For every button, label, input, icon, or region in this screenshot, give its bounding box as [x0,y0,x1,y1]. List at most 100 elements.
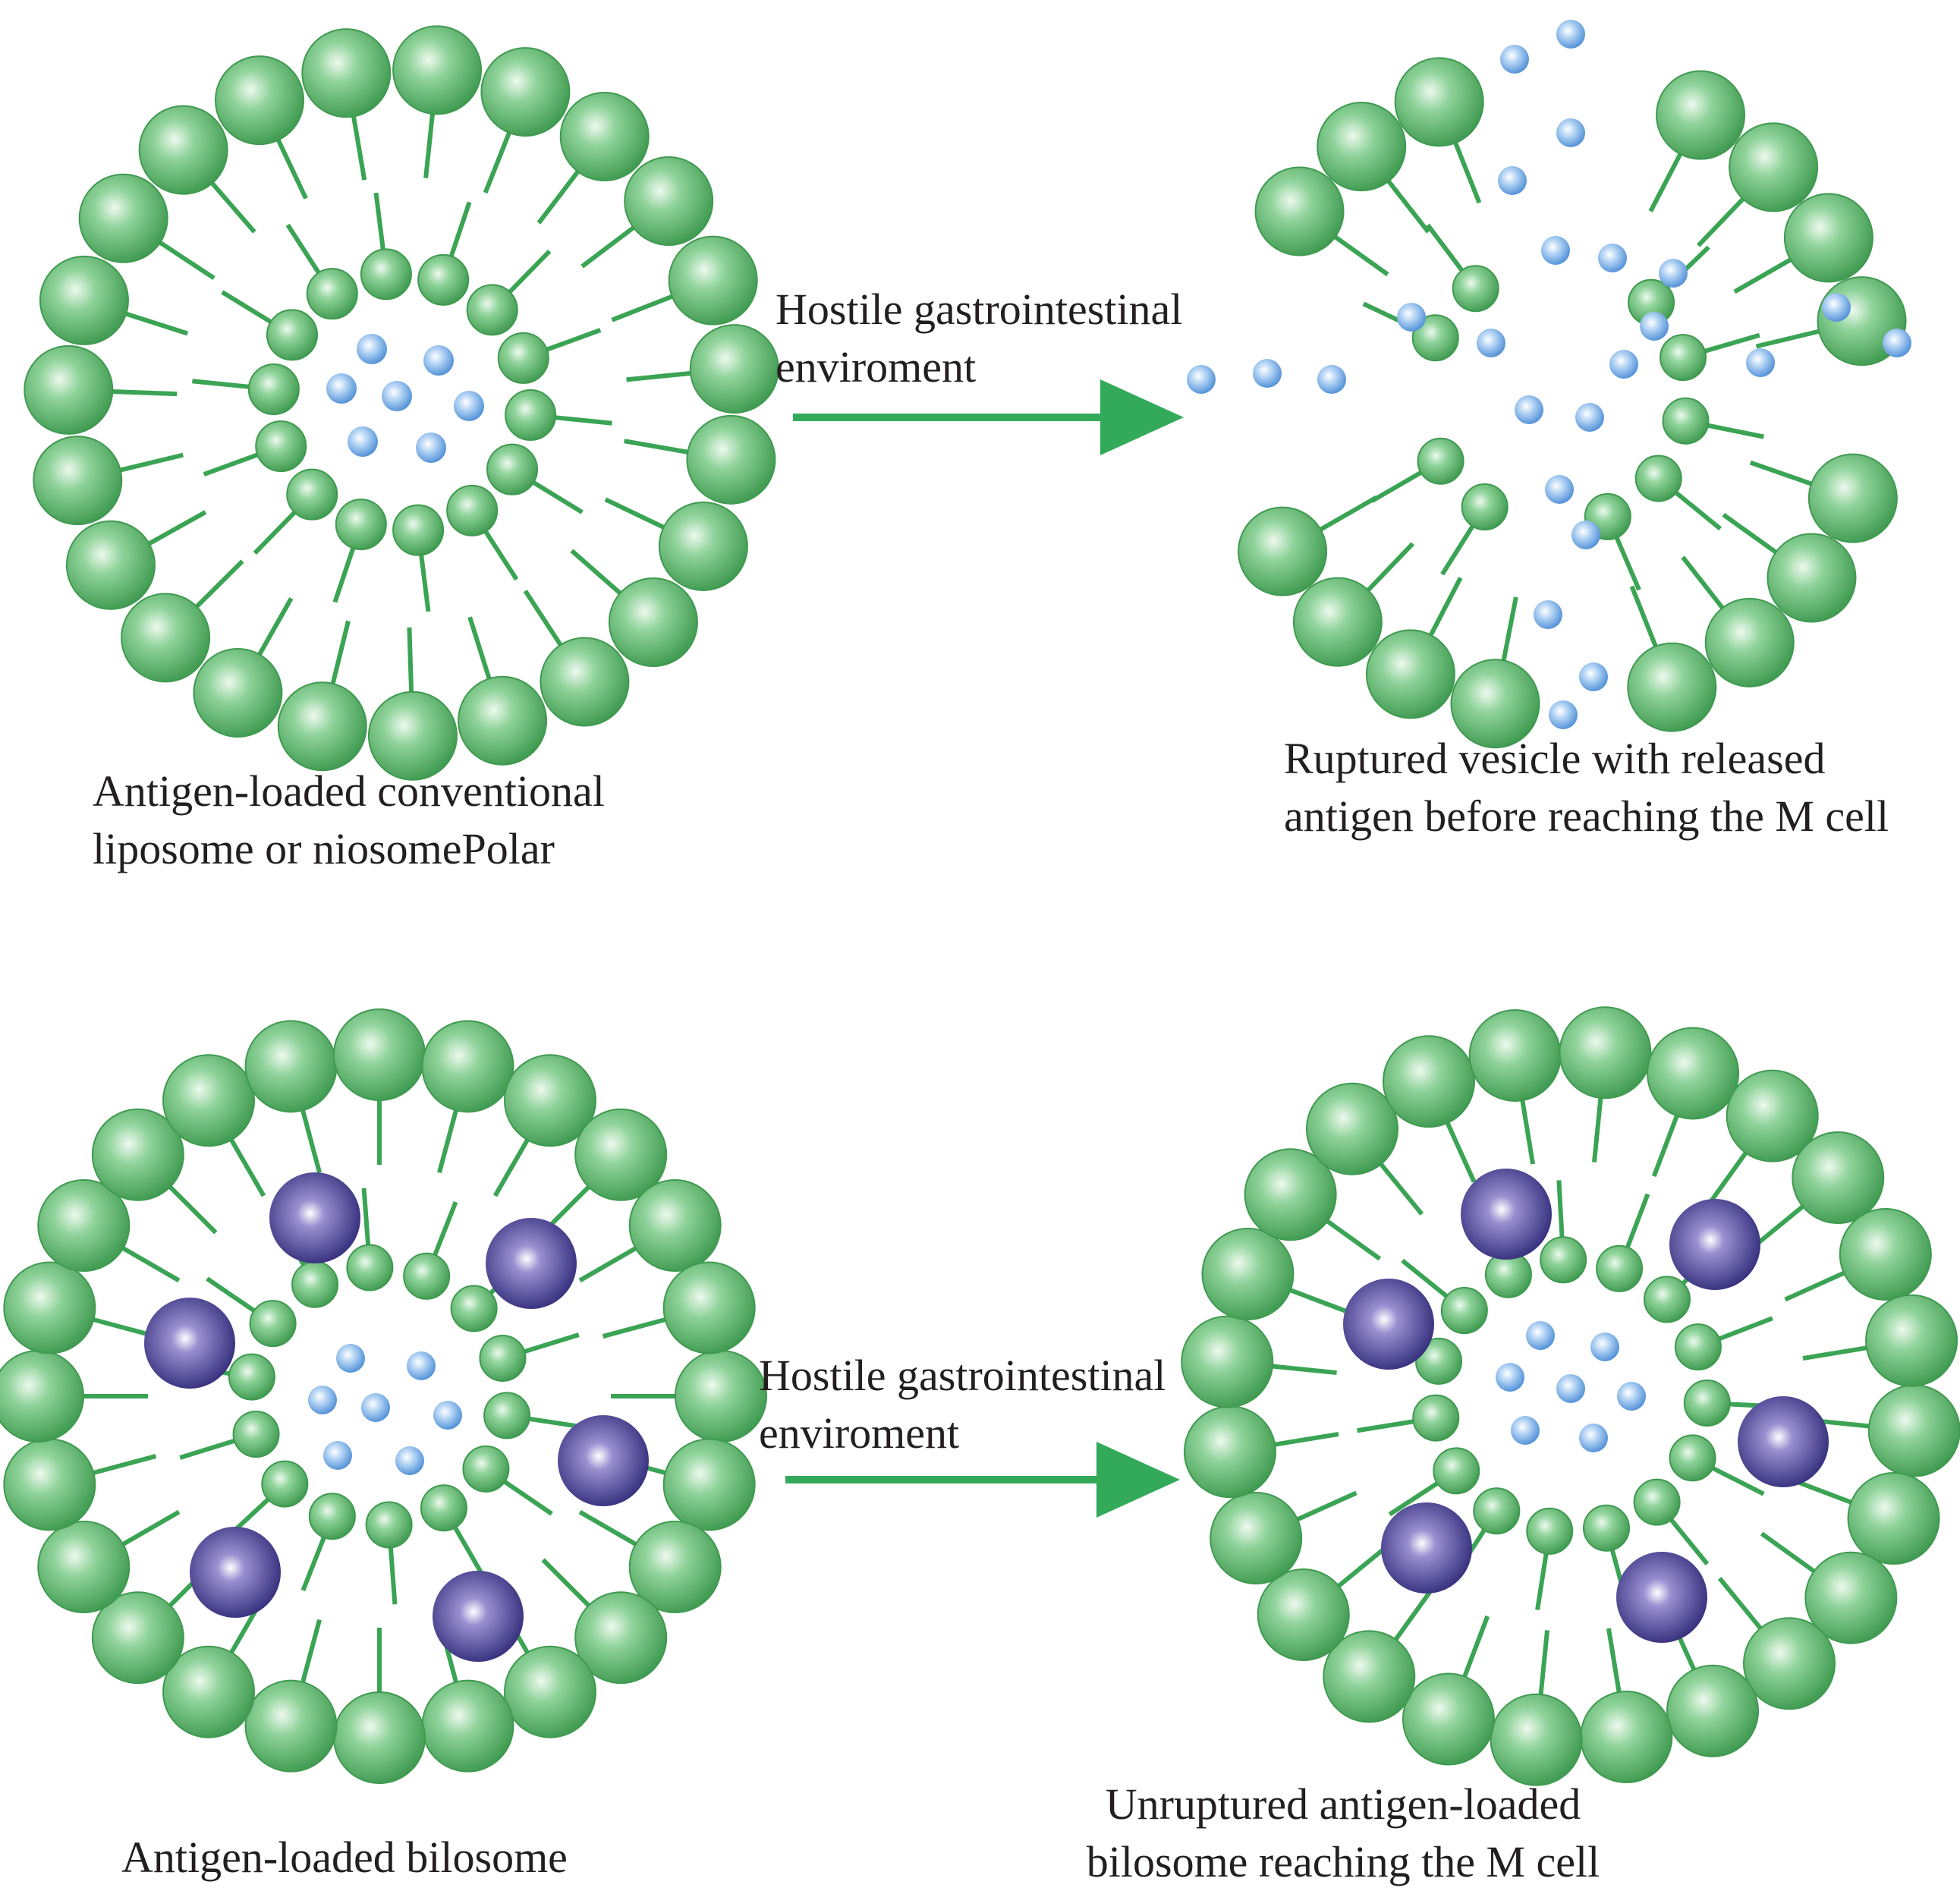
lipid-tail [1760,1531,1818,1575]
phospholipid-head-icon [1662,397,1710,445]
phospholipid-head-icon [1412,1394,1460,1442]
bile-salt-icon [144,1298,235,1389]
lipid-tail [119,1244,181,1283]
bile-salt-icon [190,1527,281,1618]
phospholipid-head-icon [91,1591,184,1685]
phospholipid-head-icon [458,675,548,766]
phospholipid-head-icon [261,1460,309,1508]
phospholipid-head-icon [1473,1487,1521,1535]
phospholipid-head-icon [1580,1691,1673,1784]
phospholipid-head-icon [392,25,483,115]
phospholipid-head-icon [193,648,283,738]
phospholipid-head-icon [1210,1492,1303,1585]
phospholipid-head-icon [360,248,412,300]
lipid-tail [1357,1419,1416,1433]
phospholipid-head-icon [689,324,779,414]
ruptured-vesicle [1187,20,1911,749]
phospholipid-head-icon [162,1645,255,1738]
antigen-dot-icon [1571,521,1600,549]
phospholipid-head-icon [1305,1082,1398,1175]
phospholipid-head-icon [335,499,387,551]
bile-salt-icon [1738,1396,1829,1487]
antigen-dot-icon [1822,293,1851,322]
phospholipid-head-icon [291,1260,339,1308]
phospholipid-head-icon [286,468,338,521]
top-arrow-caption: Hostile gastrointestinal enviroment [776,281,1182,396]
phospholipid-head-icon [1674,1323,1722,1371]
lipid-tail [300,1106,322,1174]
phospholipid-head-icon [346,1244,394,1292]
phospholipid-head-icon [504,1054,596,1147]
lipid-tail [1722,512,1780,556]
bottom-right-caption: Unruptured antigen-loaded bilosome reach… [1055,1776,1631,1891]
lipid-tail [1271,1431,1339,1448]
lipid-tail [1500,596,1518,664]
lipid-tail [332,546,356,603]
bile-salt-icon [486,1218,577,1309]
phospholipid-head-icon [1726,1069,1819,1163]
lipid-tail [179,1438,237,1460]
lipid-tail [361,1188,371,1247]
phospholipid-head-icon [3,1261,96,1354]
phospholipid-head-icon [540,637,630,727]
phospholipid-head-icon [1254,166,1345,256]
phospholipid-head-icon [486,443,539,496]
phospholipid-head-icon [333,1008,426,1101]
lipid-tail [1716,1316,1773,1342]
lipid-tail [1294,1490,1358,1523]
phospholipid-head-icon [1582,1504,1630,1552]
lipid-tail [536,168,582,225]
lipid-tail [1377,1160,1424,1216]
phospholipid-head-icon [392,504,445,556]
lipid-tail [437,1106,459,1174]
lipid-tail [1370,470,1424,503]
lipid-tail [300,1619,322,1686]
lipid-tail [203,451,260,477]
antigen-dot-icon [433,1401,462,1430]
bile-salt-icon [1669,1199,1760,1290]
lipid-tail [1385,177,1430,234]
phospholipid-head-icon [1783,193,1873,283]
phospholipid-head-icon [574,1108,668,1201]
antigen-dot-icon [1549,700,1578,729]
phospholipid-head-icon [138,105,228,195]
lipid-tail [1717,1577,1764,1632]
phospholipid-head-icon [1704,597,1795,687]
antigen-dot-icon [454,391,484,421]
antigen-dot-icon [1545,475,1574,504]
bottom-left-caption: Antigen-loaded bilosome [121,1829,568,1886]
lipid-tail [373,192,386,251]
phospholipid-head-icon [1865,1294,1958,1387]
phospholipid-head-icon [367,691,458,781]
lipid-tail [604,497,668,531]
phospholipid-head-icon [559,92,650,182]
phospholipid-head-icon [247,363,300,416]
lipid-tail [1681,555,1726,612]
lipid-tail [522,1332,580,1354]
phospholipid-head-icon [1807,453,1898,543]
phospholipid-head-icon [1183,1405,1276,1499]
process-arrows [785,379,1184,1518]
lipid-tail [1286,1286,1352,1316]
lipid-tail [1364,542,1414,594]
lipid-tail [1427,577,1463,639]
lipid-tail [1538,1630,1550,1698]
lipid-tail [166,1183,218,1235]
lipid-tail [145,510,207,547]
phospholipid-head-icon [308,1493,356,1540]
phospholipid-head-icon [33,436,123,526]
lipid-tail [256,597,294,659]
lipid-tail [1629,585,1660,650]
phospholipid-head-icon [403,1252,451,1300]
antigen-dot-icon [323,1441,352,1470]
phospholipid-head-icon [244,1020,338,1113]
lipid-tail [221,290,274,325]
lipid-tail [109,389,178,397]
phospholipid-head-icon [333,1691,426,1784]
lipid-tail [192,379,251,389]
bottom-arrow-caption-line-1: Hostile gastrointestinal [759,1351,1166,1400]
lipid-tail [626,370,694,382]
phospholipid-head-icon [1417,437,1464,485]
phospholipid-head-icon [505,389,557,441]
lipid-tail [1401,1258,1449,1299]
